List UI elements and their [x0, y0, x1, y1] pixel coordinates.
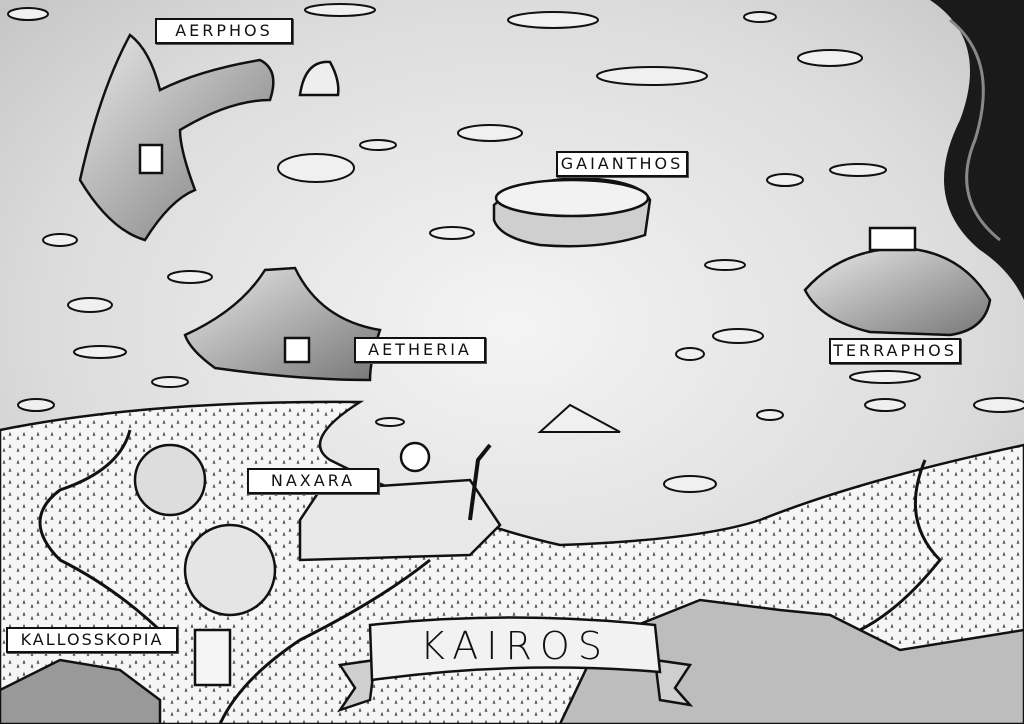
label-kallosskopia: KALLOSSKOPIA [6, 627, 178, 653]
terraphos-island [803, 226, 992, 337]
title-banner [336, 616, 694, 713]
label-aerphos: AERPHOS [155, 18, 293, 44]
aerphos-island [78, 33, 340, 242]
label-naxara: NAXARA [247, 468, 379, 494]
floating-rocks [7, 3, 1024, 493]
gaianthos-island [492, 176, 652, 248]
label-terraphos: TERRAPHOS [829, 338, 961, 364]
label-gaianthos: GAIANTHOS [556, 151, 688, 177]
label-aetheria: AETHERIA [354, 337, 486, 363]
map-title: KAIROS [420, 624, 610, 668]
dark-swirl [930, 0, 1024, 300]
